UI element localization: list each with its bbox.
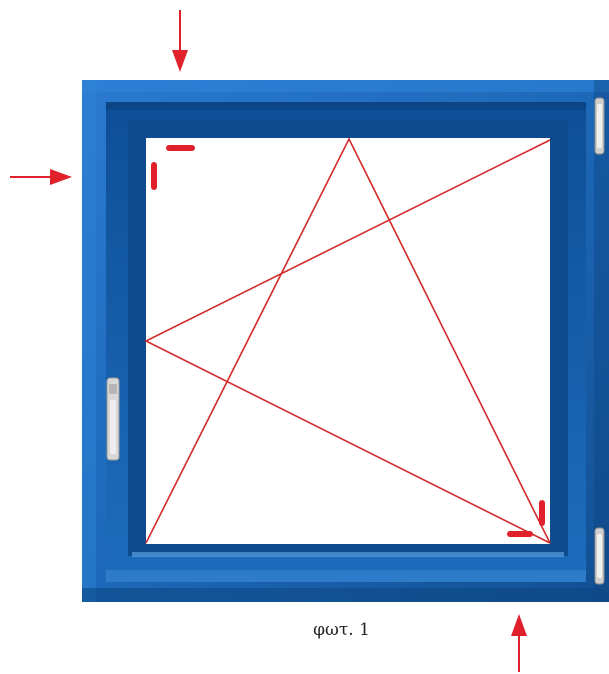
hinge-bottom-icon <box>594 527 605 585</box>
corner-markers <box>151 145 545 537</box>
hinge-top-icon <box>594 97 605 155</box>
turn-triangle <box>144 139 551 544</box>
tilt-triangle <box>145 137 551 544</box>
opening-lines <box>144 137 551 544</box>
arrow-up-icon <box>511 614 527 672</box>
figure-caption: φωτ. 1 <box>313 620 370 640</box>
arrow-down-icon <box>172 10 188 72</box>
glass-pane <box>146 138 550 544</box>
arrow-right-icon <box>10 169 72 185</box>
window-handle-icon <box>106 377 120 461</box>
